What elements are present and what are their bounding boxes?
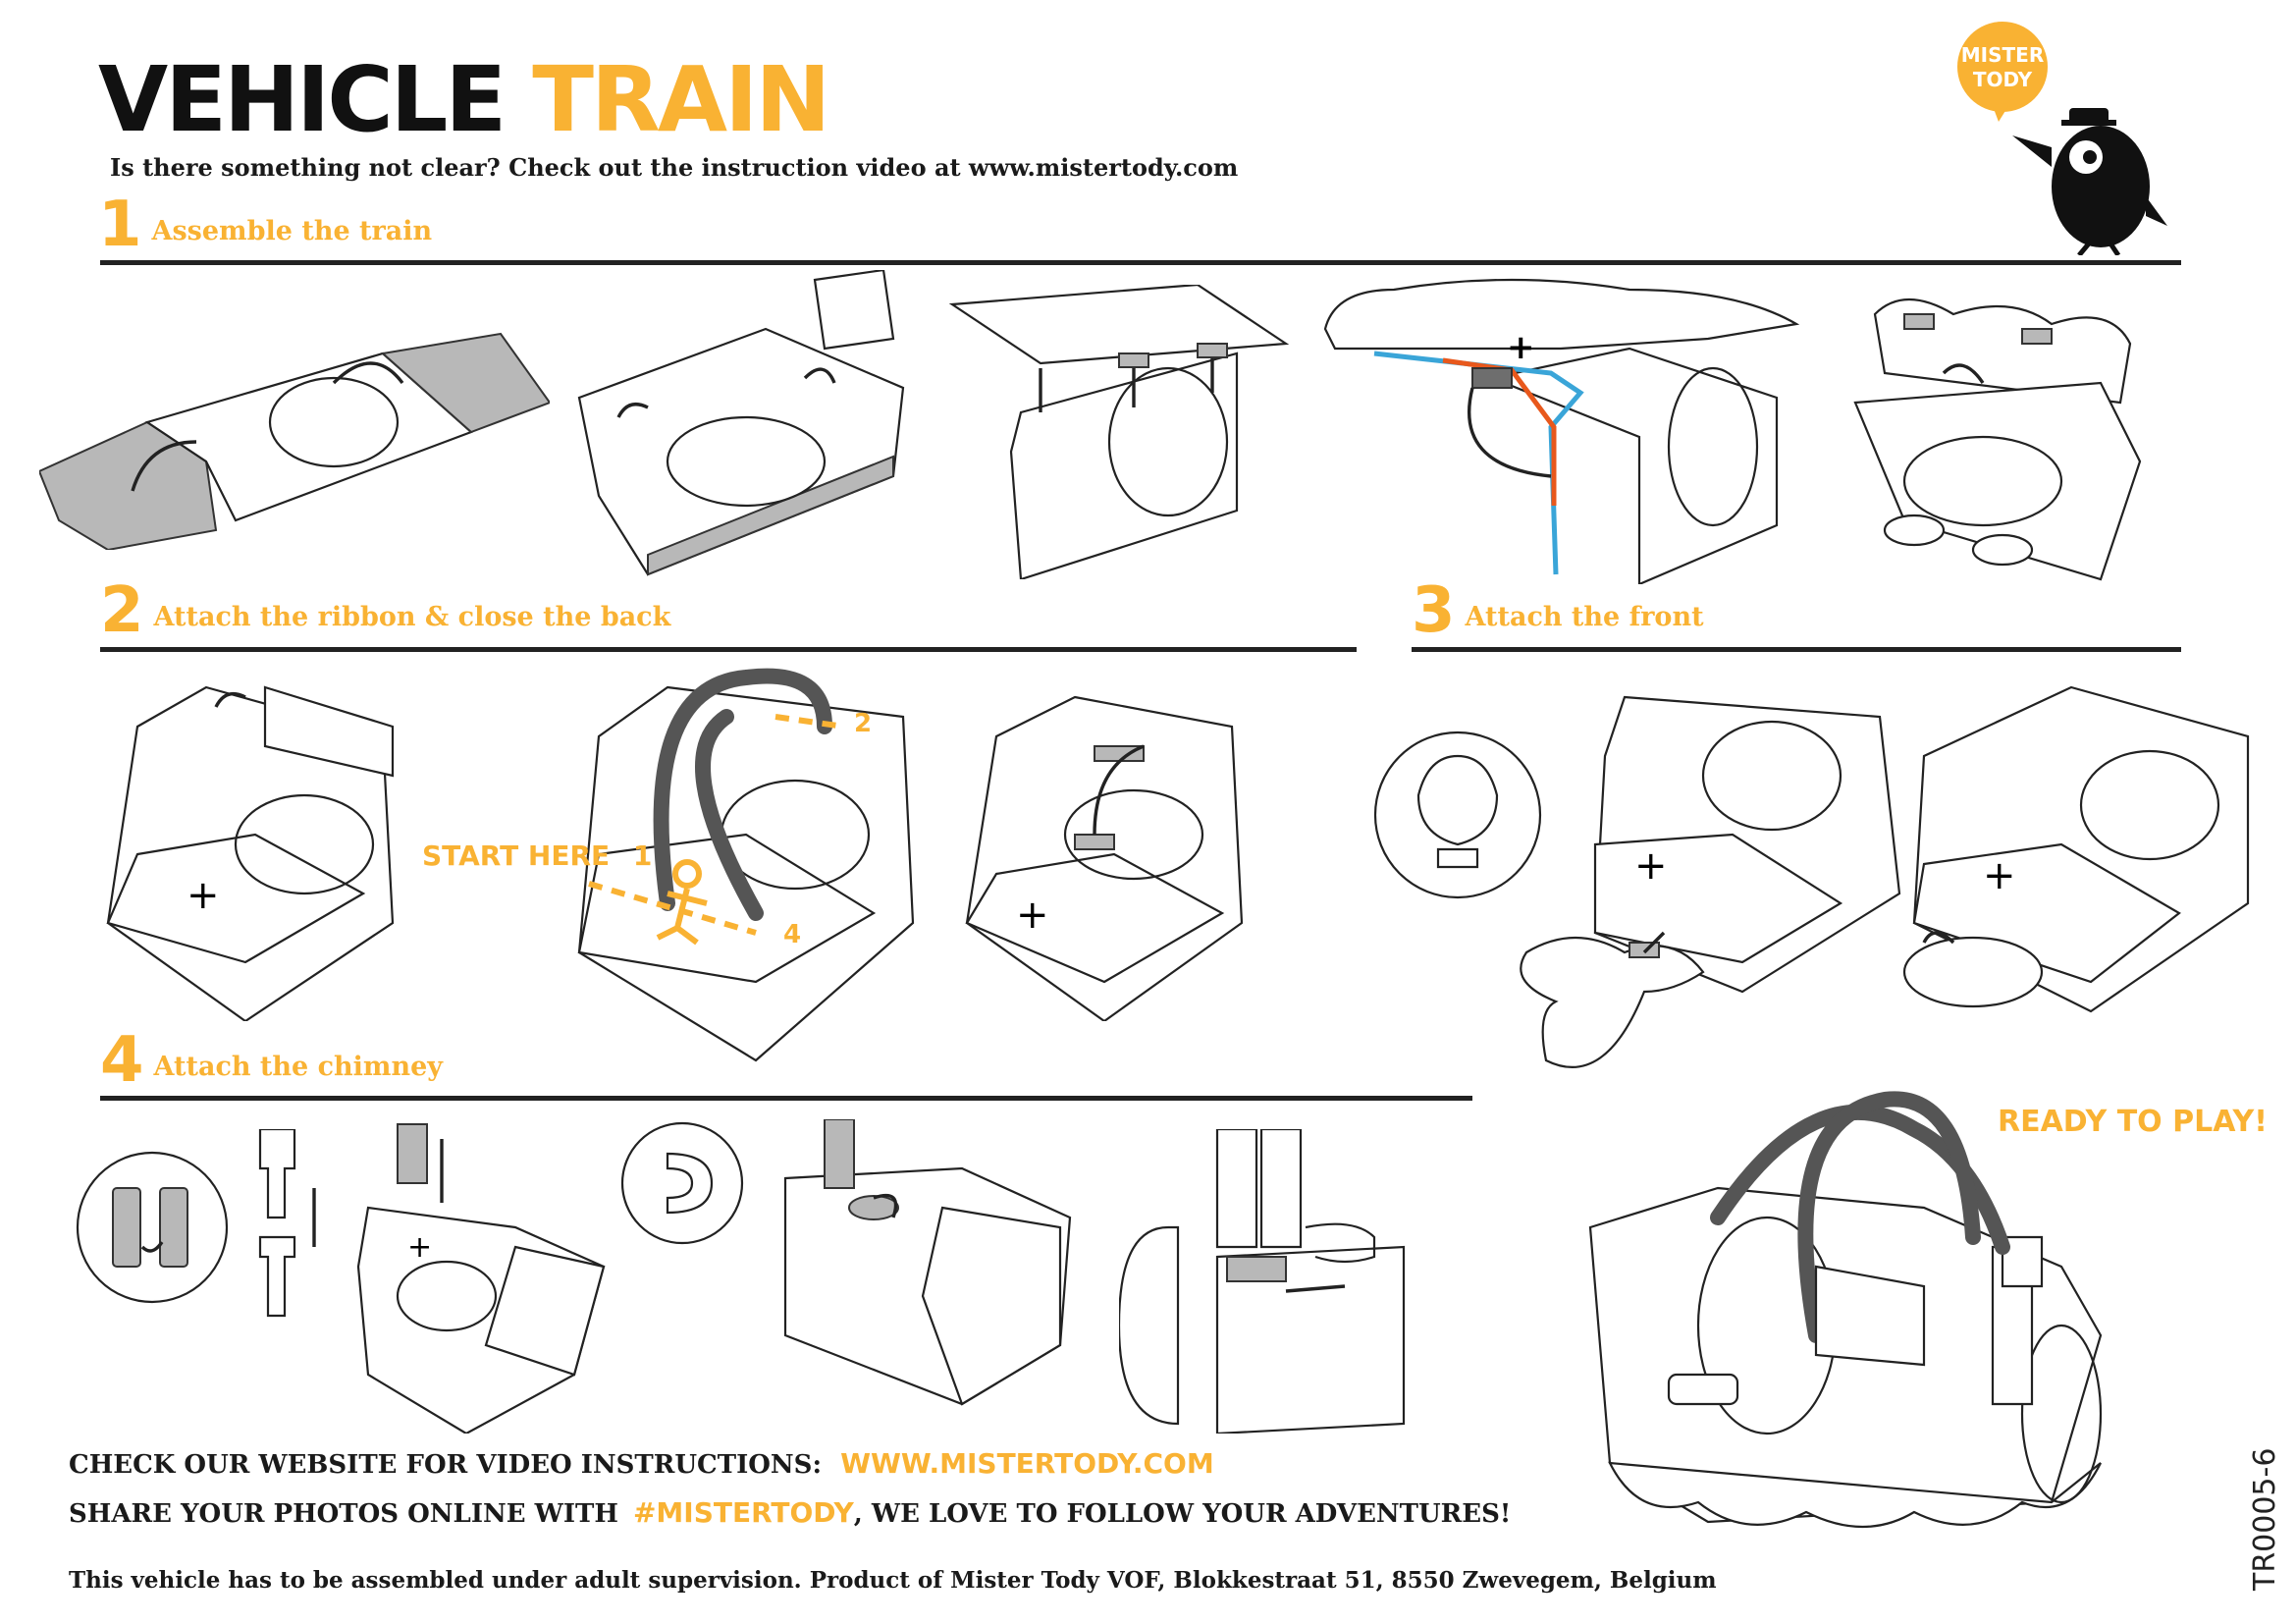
step2-close-back-illustration: + <box>957 687 1252 1021</box>
footer-hashtag[interactable]: #MISTERTODY <box>632 1496 854 1529</box>
step-1-number: 1 <box>98 189 142 261</box>
footer-website-text: CHECK OUR WEBSITE FOR VIDEO INSTRUCTIONS… <box>69 1450 823 1480</box>
footer-share-text: SHARE YOUR PHOTOS ONLINE WITH <box>69 1499 618 1529</box>
step4-lock-closeup-illustration <box>1119 1129 1414 1434</box>
start-here-text: START HERE <box>422 839 611 872</box>
subtitle: Is there something not clear? Check out … <box>110 153 1239 182</box>
finished-train-illustration <box>1580 1090 2130 1542</box>
footer-share-after: , WE LOVE TO FOLLOW YOUR ADVENTURES! <box>853 1499 1512 1529</box>
step1-flat-piece-illustration <box>39 324 550 550</box>
step-2-label: Attach the ribbon & close the back <box>153 602 671 632</box>
step-3-label: Attach the front <box>1465 602 1704 632</box>
step-3-heading: 3 Attach the front <box>1412 574 1704 647</box>
footer-website-link[interactable]: WWW.MISTERTODY.COM <box>840 1447 1214 1480</box>
step3-front-piece-circle-icon <box>1369 727 1546 903</box>
step-4-heading: 4 Attach the chimney <box>100 1024 443 1097</box>
step-4-label: Attach the chimney <box>153 1052 443 1082</box>
step-2-number: 2 <box>100 574 144 647</box>
svg-text:+: + <box>407 1230 432 1265</box>
svg-text:+: + <box>1016 893 1049 938</box>
step3-front-attach-illustration: + <box>1507 677 1919 1090</box>
svg-text:+: + <box>1507 328 1535 367</box>
step4-lock-piece-circle-icon <box>618 1119 746 1247</box>
step-3-number: 3 <box>1412 574 1456 647</box>
step4-chimney-pieces-circle-icon <box>74 1149 231 1306</box>
step-1-divider <box>100 260 2181 265</box>
ribbon-step-2: 2 <box>854 709 872 738</box>
step-2-heading: 2 Attach the ribbon & close the back <box>100 574 670 647</box>
footer-share-line: SHARE YOUR PHOTOS ONLINE WITH #MISTERTOD… <box>69 1496 1511 1529</box>
ribbon-step-1: 1 <box>632 839 653 872</box>
step1-front-attach-illustration: + <box>1315 270 1806 584</box>
step-2-divider <box>100 647 1357 652</box>
step1-folding-illustration <box>560 270 913 584</box>
page-title: VEHICLE TRAIN <box>98 55 830 145</box>
ribbon-step-4: 4 <box>783 920 801 949</box>
figure-pulling-icon <box>658 862 707 943</box>
step-4-divider <box>100 1096 1472 1101</box>
step4-chimney-insert-illustration: + <box>348 1119 614 1434</box>
product-code: TR0005-6 <box>2248 1447 2282 1591</box>
footer-website-line: CHECK OUR WEBSITE FOR VIDEO INSTRUCTIONS… <box>69 1447 1214 1480</box>
step2-open-back-illustration: + <box>98 668 412 1021</box>
footer-disclaimer: This vehicle has to be assembled under a… <box>69 1567 1717 1594</box>
step-3-divider <box>1412 647 2181 652</box>
logo-line1: MISTER <box>1961 43 2044 67</box>
step-4-number: 4 <box>100 1024 144 1097</box>
step1-front-finished-illustration <box>1845 285 2160 599</box>
ribbon-step-3: 3 <box>687 658 705 661</box>
svg-text:+: + <box>1983 853 2016 898</box>
title-vehicle: VEHICLE <box>98 47 507 152</box>
step-1-label: Assemble the train <box>151 216 433 246</box>
step3-finished-illustration: + <box>1895 677 2268 1031</box>
step-1-heading: 1 Assemble the train <box>98 189 432 261</box>
step1-box-illustration <box>942 285 1296 579</box>
step4-lock-insert-illustration <box>766 1119 1080 1414</box>
ready-to-play: READY TO PLAY! <box>1998 1105 2268 1139</box>
step2-ribbon-illustration: 3 2 4 <box>560 658 923 1070</box>
title-train: TRAIN <box>532 47 830 152</box>
svg-text:+: + <box>187 873 220 918</box>
svg-text:+: + <box>1634 843 1668 889</box>
logo-line2: TODY <box>1973 68 2033 91</box>
step4-chimney-parts-illustration <box>250 1129 329 1326</box>
mister-tody-logo: MISTER TODY <box>1957 22 2167 255</box>
bird-with-hat-icon <box>2012 108 2167 255</box>
start-here-label: START HERE 1 <box>422 839 652 872</box>
